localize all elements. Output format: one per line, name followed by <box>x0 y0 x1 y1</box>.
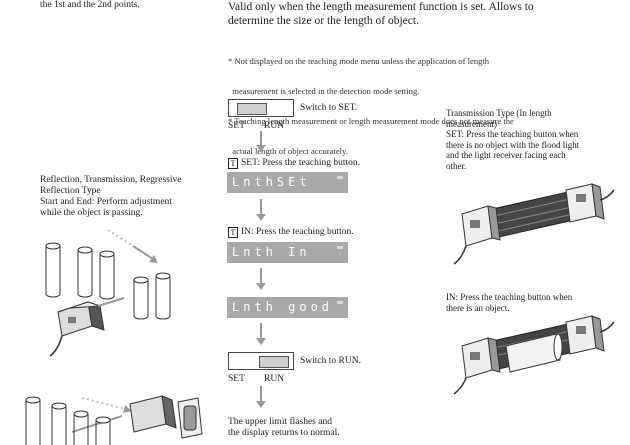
switch-to-set-label: Switch to SET. <box>300 103 358 113</box>
step-set-text: SET: Press the teaching button. <box>241 158 361 168</box>
left-panel-text: Reflection, Transmission, Regressive Ref… <box>40 175 181 219</box>
set-run-switch <box>228 99 294 117</box>
switch-set-text: SET <box>228 121 245 131</box>
reflection-sensor-illustration <box>45 229 171 357</box>
down-arrow-icon <box>256 199 266 223</box>
final-note: The upper limit flashes and the display … <box>228 417 340 439</box>
switch-set-text: SET <box>228 374 245 384</box>
down-arrow-icon <box>256 268 266 292</box>
left-line: while the object is passing. <box>40 208 143 218</box>
lcd-text: Lnth In <box>232 245 311 259</box>
step-in-text: IN: Press the teaching button. <box>241 227 354 237</box>
final-line: the display returns to normal. <box>228 428 340 438</box>
teach-button-icon: T <box>228 227 238 238</box>
regressive-reflection-illustration <box>25 395 203 445</box>
right-line: measurement) <box>446 118 497 129</box>
down-arrow-icon <box>256 386 266 410</box>
right-line: SET: Press the teaching button when <box>446 129 579 139</box>
transmission-sensor-illustration <box>453 183 615 265</box>
lcd-display-good: Lnth good <box>227 297 348 318</box>
section-intro: Valid only when the length measurement f… <box>228 0 534 28</box>
intro-line: Valid only when the length measurement f… <box>228 1 534 13</box>
set-run-switch <box>228 352 294 370</box>
right-line: and the light receiver facing each <box>446 150 566 160</box>
switch-run-text: RUN <box>264 121 285 131</box>
switch-to-run-label: Switch to RUN. <box>300 356 361 366</box>
in-teaching-text: IN: Press the teaching button when there… <box>446 292 572 313</box>
right-line: other. <box>446 160 467 171</box>
right-line: Transmission Type (In length <box>446 108 552 118</box>
left-line: Reflection, Transmission, Regressive <box>40 175 182 185</box>
switch-run-text: RUN <box>264 374 285 384</box>
left-line: Start and End: Perform adjustment <box>40 197 172 207</box>
right-line: IN: Press the teaching button when <box>446 292 573 302</box>
note-line: * Teaching length measurement or length … <box>228 116 514 126</box>
lcd-text: LnthSEt <box>232 175 311 189</box>
intro-line: determine the size or the length of obje… <box>228 15 419 27</box>
teach-button-icon: T <box>228 158 238 169</box>
down-arrow-icon <box>256 323 266 347</box>
lcd-display-in: Lnth In <box>227 242 348 263</box>
lcd-text: Lnth good <box>232 300 334 314</box>
notes: * Not displayed on the teaching mode men… <box>228 36 514 166</box>
right-line: there is an object. <box>446 302 510 313</box>
transmission-object-illustration <box>453 315 615 395</box>
final-line: The upper limit flashes and <box>228 417 332 427</box>
transmission-type-text: Transmission Type (In length measurement… <box>446 108 579 171</box>
lcd-display-set: LnthSEt <box>227 172 348 193</box>
note-line: * Not displayed on the teaching mode men… <box>228 56 490 66</box>
right-line: there is no object with the flood light <box>446 139 580 150</box>
left-line: Reflection Type <box>40 186 101 196</box>
switch-knob-run <box>259 356 289 368</box>
cut-off-text: the 1st and the 2nd points. <box>40 0 140 10</box>
switch-knob-set <box>237 103 267 115</box>
note-line: measurement is selected in the detection… <box>228 86 420 96</box>
down-arrow-icon <box>256 131 266 153</box>
